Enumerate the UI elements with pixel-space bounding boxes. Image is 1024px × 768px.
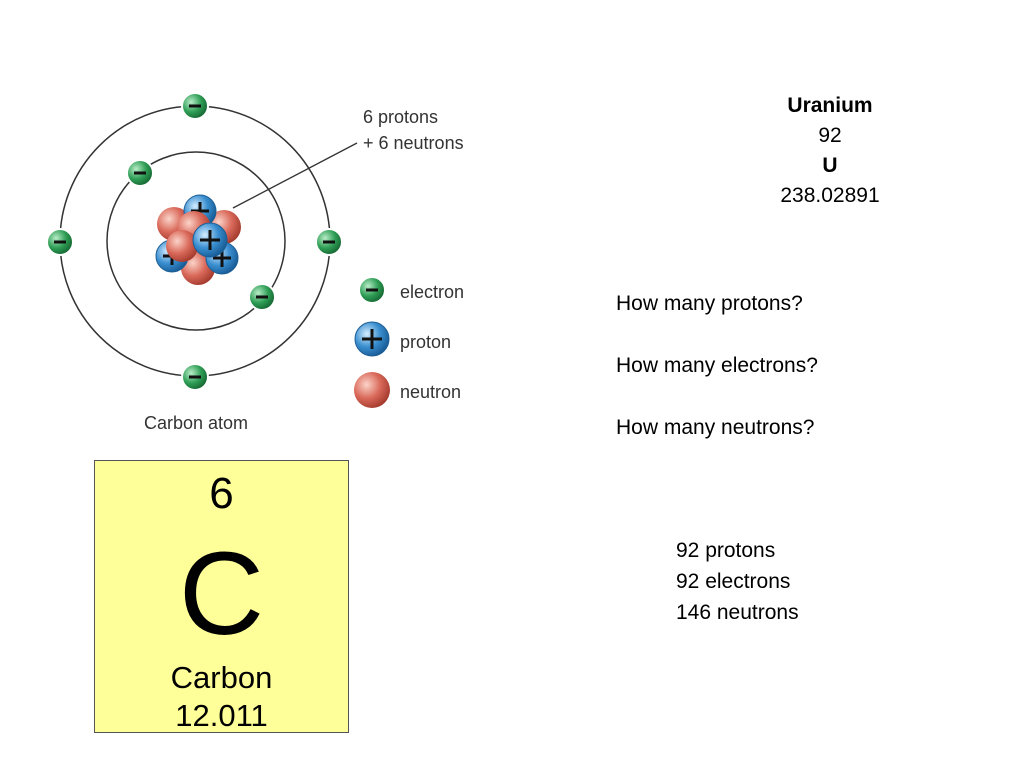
uranium-atomic-number: 92 (818, 124, 842, 147)
carbon-atomic-number: 6 (209, 469, 234, 518)
legend-electron-icon (358, 276, 386, 304)
proton (192, 222, 228, 258)
neutron (166, 230, 198, 262)
legend-neutron-icon (354, 372, 390, 408)
electron (181, 363, 209, 391)
nucleus-pointer-line (232, 142, 358, 209)
carbon-atomic-mass: 12.011 (175, 698, 268, 733)
electron (126, 159, 154, 187)
inner-orbit (106, 151, 286, 331)
answer-neutrons: 146 neutrons (676, 601, 799, 624)
legend-electron-label: electron (400, 282, 464, 302)
legend: electron proton neutron (354, 276, 464, 408)
legend-proton-icon (354, 321, 390, 357)
question-protons: How many protons? (616, 292, 803, 315)
nucleus (155, 194, 241, 285)
question-neutrons: How many neutrons? (616, 416, 815, 439)
carbon-symbol: C (178, 528, 265, 660)
uranium-atomic-mass: 238.02891 (780, 184, 880, 207)
legend-neutron-label: neutron (400, 382, 461, 402)
uranium-symbol: U (822, 154, 838, 177)
question-electrons: How many electrons? (616, 354, 818, 377)
diagram-caption: Carbon atom (144, 413, 248, 433)
electron (46, 228, 74, 256)
answer-electrons: 92 electrons (676, 570, 791, 593)
uranium-name: Uranium (787, 94, 873, 117)
answer-protons: 92 protons (676, 539, 776, 562)
uranium-info: Uranium 92 U 238.02891 (740, 91, 920, 211)
nucleus-label-neutrons: + 6 neutrons (363, 133, 464, 153)
electron (181, 92, 209, 120)
carbon-element-tile: 6 C Carbon 12.011 (94, 460, 349, 733)
electron (248, 283, 276, 311)
electron (315, 228, 343, 256)
answers: 92 protons 92 electrons 146 neutrons (676, 535, 799, 628)
questions: How many protons? How many electrons? Ho… (616, 288, 818, 474)
nucleus-label-protons: 6 protons (363, 107, 438, 127)
legend-proton-label: proton (400, 332, 451, 352)
carbon-name: Carbon (170, 660, 273, 695)
